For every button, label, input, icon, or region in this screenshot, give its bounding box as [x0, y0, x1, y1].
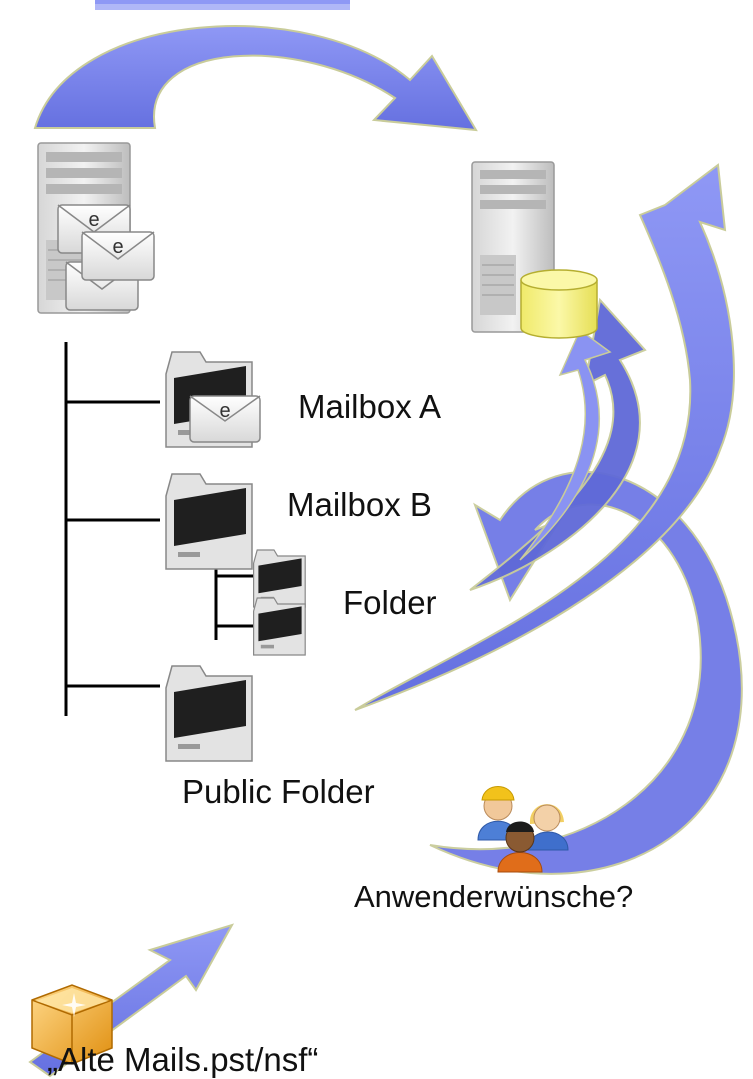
- folder-icon: [165, 473, 253, 570]
- database-icon: [520, 269, 598, 339]
- svg-text:e: e: [88, 209, 99, 231]
- label-user-wishes: Anwenderwünsche?: [354, 879, 634, 914]
- migration-arrow-top: [33, 25, 478, 132]
- users-group-icon: [477, 786, 569, 873]
- folder-icon: [165, 665, 253, 762]
- folder-icon: [253, 597, 306, 656]
- label-mailbox-b: Mailbox B: [287, 486, 432, 523]
- folder-icon: [253, 549, 306, 608]
- archive-box-icon: [31, 984, 113, 1065]
- top-title-fragment: [95, 0, 350, 10]
- label-old-mails: „Alte Mails.pst/nsf“: [47, 1041, 319, 1078]
- label-public-folder: Public Folder: [182, 773, 375, 810]
- requirements-arrows: [354, 163, 743, 875]
- label-mailbox-a: Mailbox A: [298, 388, 442, 425]
- label-folder: Folder: [343, 584, 437, 621]
- email-envelope-icon: e: [189, 395, 261, 443]
- email-envelope-icon: e e: [57, 204, 155, 311]
- svg-text:e: e: [112, 236, 123, 258]
- svg-text:e: e: [219, 400, 230, 422]
